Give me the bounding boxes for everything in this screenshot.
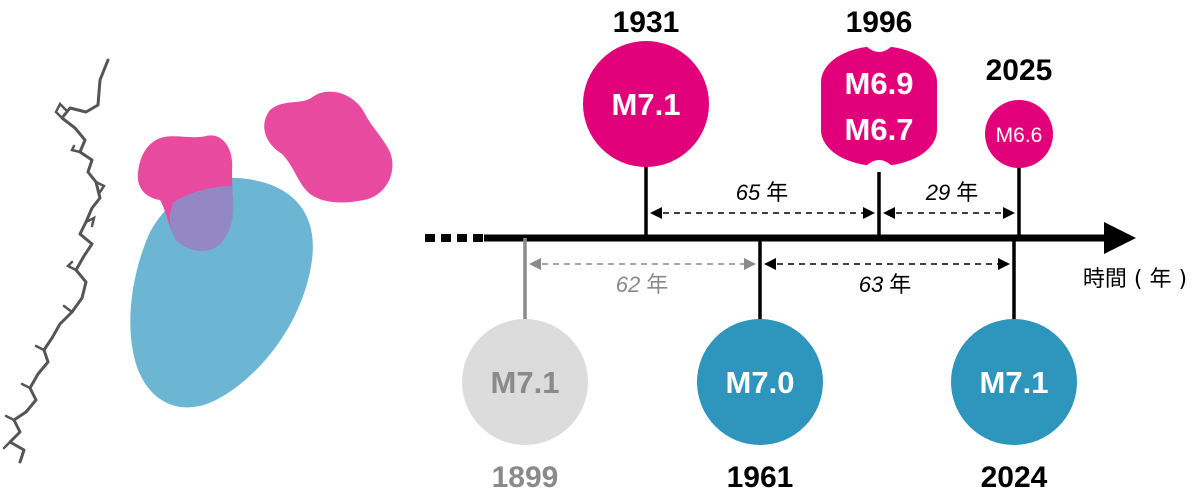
- interval-number: 29: [925, 180, 950, 205]
- event-magnitude: M7.1: [612, 87, 681, 122]
- interval-arrow-right: [1003, 207, 1015, 219]
- event-year: 2025: [986, 54, 1053, 87]
- event-year: 2024: [981, 461, 1048, 494]
- event-circle: [697, 319, 823, 445]
- event-2024: M7.1 2024: [951, 238, 1077, 494]
- event-notch-bottom: [866, 160, 892, 172]
- event-year: 1996: [846, 6, 913, 39]
- event-magnitude: M6.9: [845, 66, 914, 101]
- interval-arrow-right: [863, 207, 875, 219]
- interval-unit: 年: [889, 273, 911, 298]
- event-year: 1961: [727, 461, 794, 494]
- interval-number: 62: [616, 272, 640, 297]
- event-magnitude: M6.6: [996, 124, 1043, 147]
- interval-arrow-left: [764, 258, 776, 270]
- interval-number: 65: [736, 180, 761, 205]
- event-1899: M7.1 1899: [462, 238, 588, 494]
- event-circle: [951, 319, 1077, 445]
- interval-arrow-right: [744, 258, 756, 270]
- trench-line: [8, 58, 110, 464]
- pink-zone-east: [264, 91, 393, 203]
- event-circle: [462, 319, 588, 445]
- axis-arrowhead: [1104, 222, 1136, 254]
- event-circle: [985, 100, 1053, 168]
- event-1931: M7.1 1931: [583, 6, 709, 238]
- map-area: [2, 58, 393, 464]
- event-1996: M6.9 M6.7 1996: [821, 6, 937, 238]
- event-1961: M7.0 1961: [697, 238, 823, 494]
- event-notch-top: [866, 40, 892, 52]
- interval-unit: 年: [956, 181, 978, 206]
- event-magnitude: M7.0: [726, 365, 795, 400]
- axis-ellipsis: [425, 234, 483, 242]
- interval-arrow-left: [650, 207, 662, 219]
- interval-arrow-right: [998, 258, 1010, 270]
- interval-arrow-left: [883, 207, 895, 219]
- event-2025: M6.6 2025: [985, 54, 1053, 238]
- event-circle-join: [821, 82, 937, 130]
- event-circle: [583, 41, 709, 167]
- interval-number: 63: [859, 272, 884, 297]
- interval-unit: 年: [766, 181, 788, 206]
- event-year: 1931: [613, 6, 680, 39]
- timeline: 時間 ( 年 ) M7.1 1931 M6.9 M6.7 1996 M6.6 2: [425, 6, 1187, 494]
- event-magnitude: M7.1: [491, 365, 560, 400]
- event-magnitude: M7.1: [980, 365, 1049, 400]
- interval-unit: 年: [646, 273, 668, 298]
- axis-label: 時間 ( 年 ): [1083, 267, 1187, 292]
- event-year: 1899: [492, 461, 559, 494]
- event-magnitude: M6.7: [845, 112, 914, 147]
- overlap-zone: [169, 186, 234, 251]
- trench-line-detail: [2, 101, 106, 450]
- interval-arrow-left: [529, 258, 541, 270]
